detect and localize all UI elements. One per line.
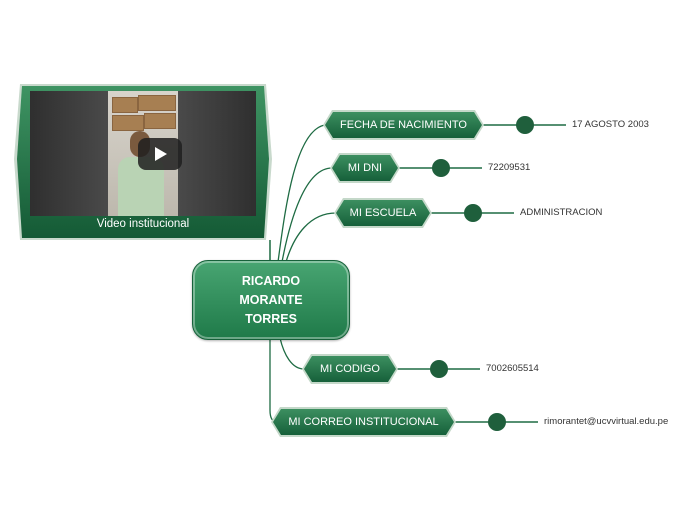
central-line-1: RICARDO: [226, 272, 316, 291]
topic-fecha-nacimiento[interactable]: FECHA DE NACIMIENTO: [325, 112, 482, 138]
video-player[interactable]: [30, 91, 256, 216]
connector-escuela: [286, 213, 336, 262]
play-icon[interactable]: [138, 138, 182, 170]
value-dot-correo: [488, 413, 506, 431]
topic-correo-institucional[interactable]: MI CORREO INSTITUCIONAL: [273, 409, 454, 435]
central-line-2: MORANTE: [226, 291, 316, 310]
value-fecha-nacimiento: 17 AGOSTO 2003: [572, 119, 649, 130]
video-blur-left: [30, 91, 108, 216]
value-dni: 72209531: [488, 162, 530, 173]
topic-dni[interactable]: MI DNI: [332, 155, 398, 181]
topic-codigo[interactable]: MI CODIGO: [304, 356, 396, 382]
value-codigo: 7002605514: [486, 363, 539, 374]
central-topic[interactable]: RICARDO MORANTE TORRES: [192, 260, 350, 340]
central-line-3: TORRES: [226, 310, 316, 329]
value-dot-codigo: [430, 360, 448, 378]
video-card[interactable]: Video institucional: [14, 84, 272, 242]
connector-fecha: [278, 125, 325, 262]
connector-codigo: [280, 338, 304, 369]
value-escuela: ADMINISTRACION: [520, 207, 602, 218]
value-dot-dni: [432, 159, 450, 177]
video-blur-right: [178, 91, 256, 216]
topic-escuela[interactable]: MI ESCUELA: [336, 200, 430, 226]
video-caption: Video institucional: [14, 218, 272, 230]
value-dot-escuela: [464, 204, 482, 222]
value-dot-fecha: [516, 116, 534, 134]
value-correo-institucional[interactable]: rimorantet@ucvvirtual.edu.pe: [544, 416, 668, 427]
